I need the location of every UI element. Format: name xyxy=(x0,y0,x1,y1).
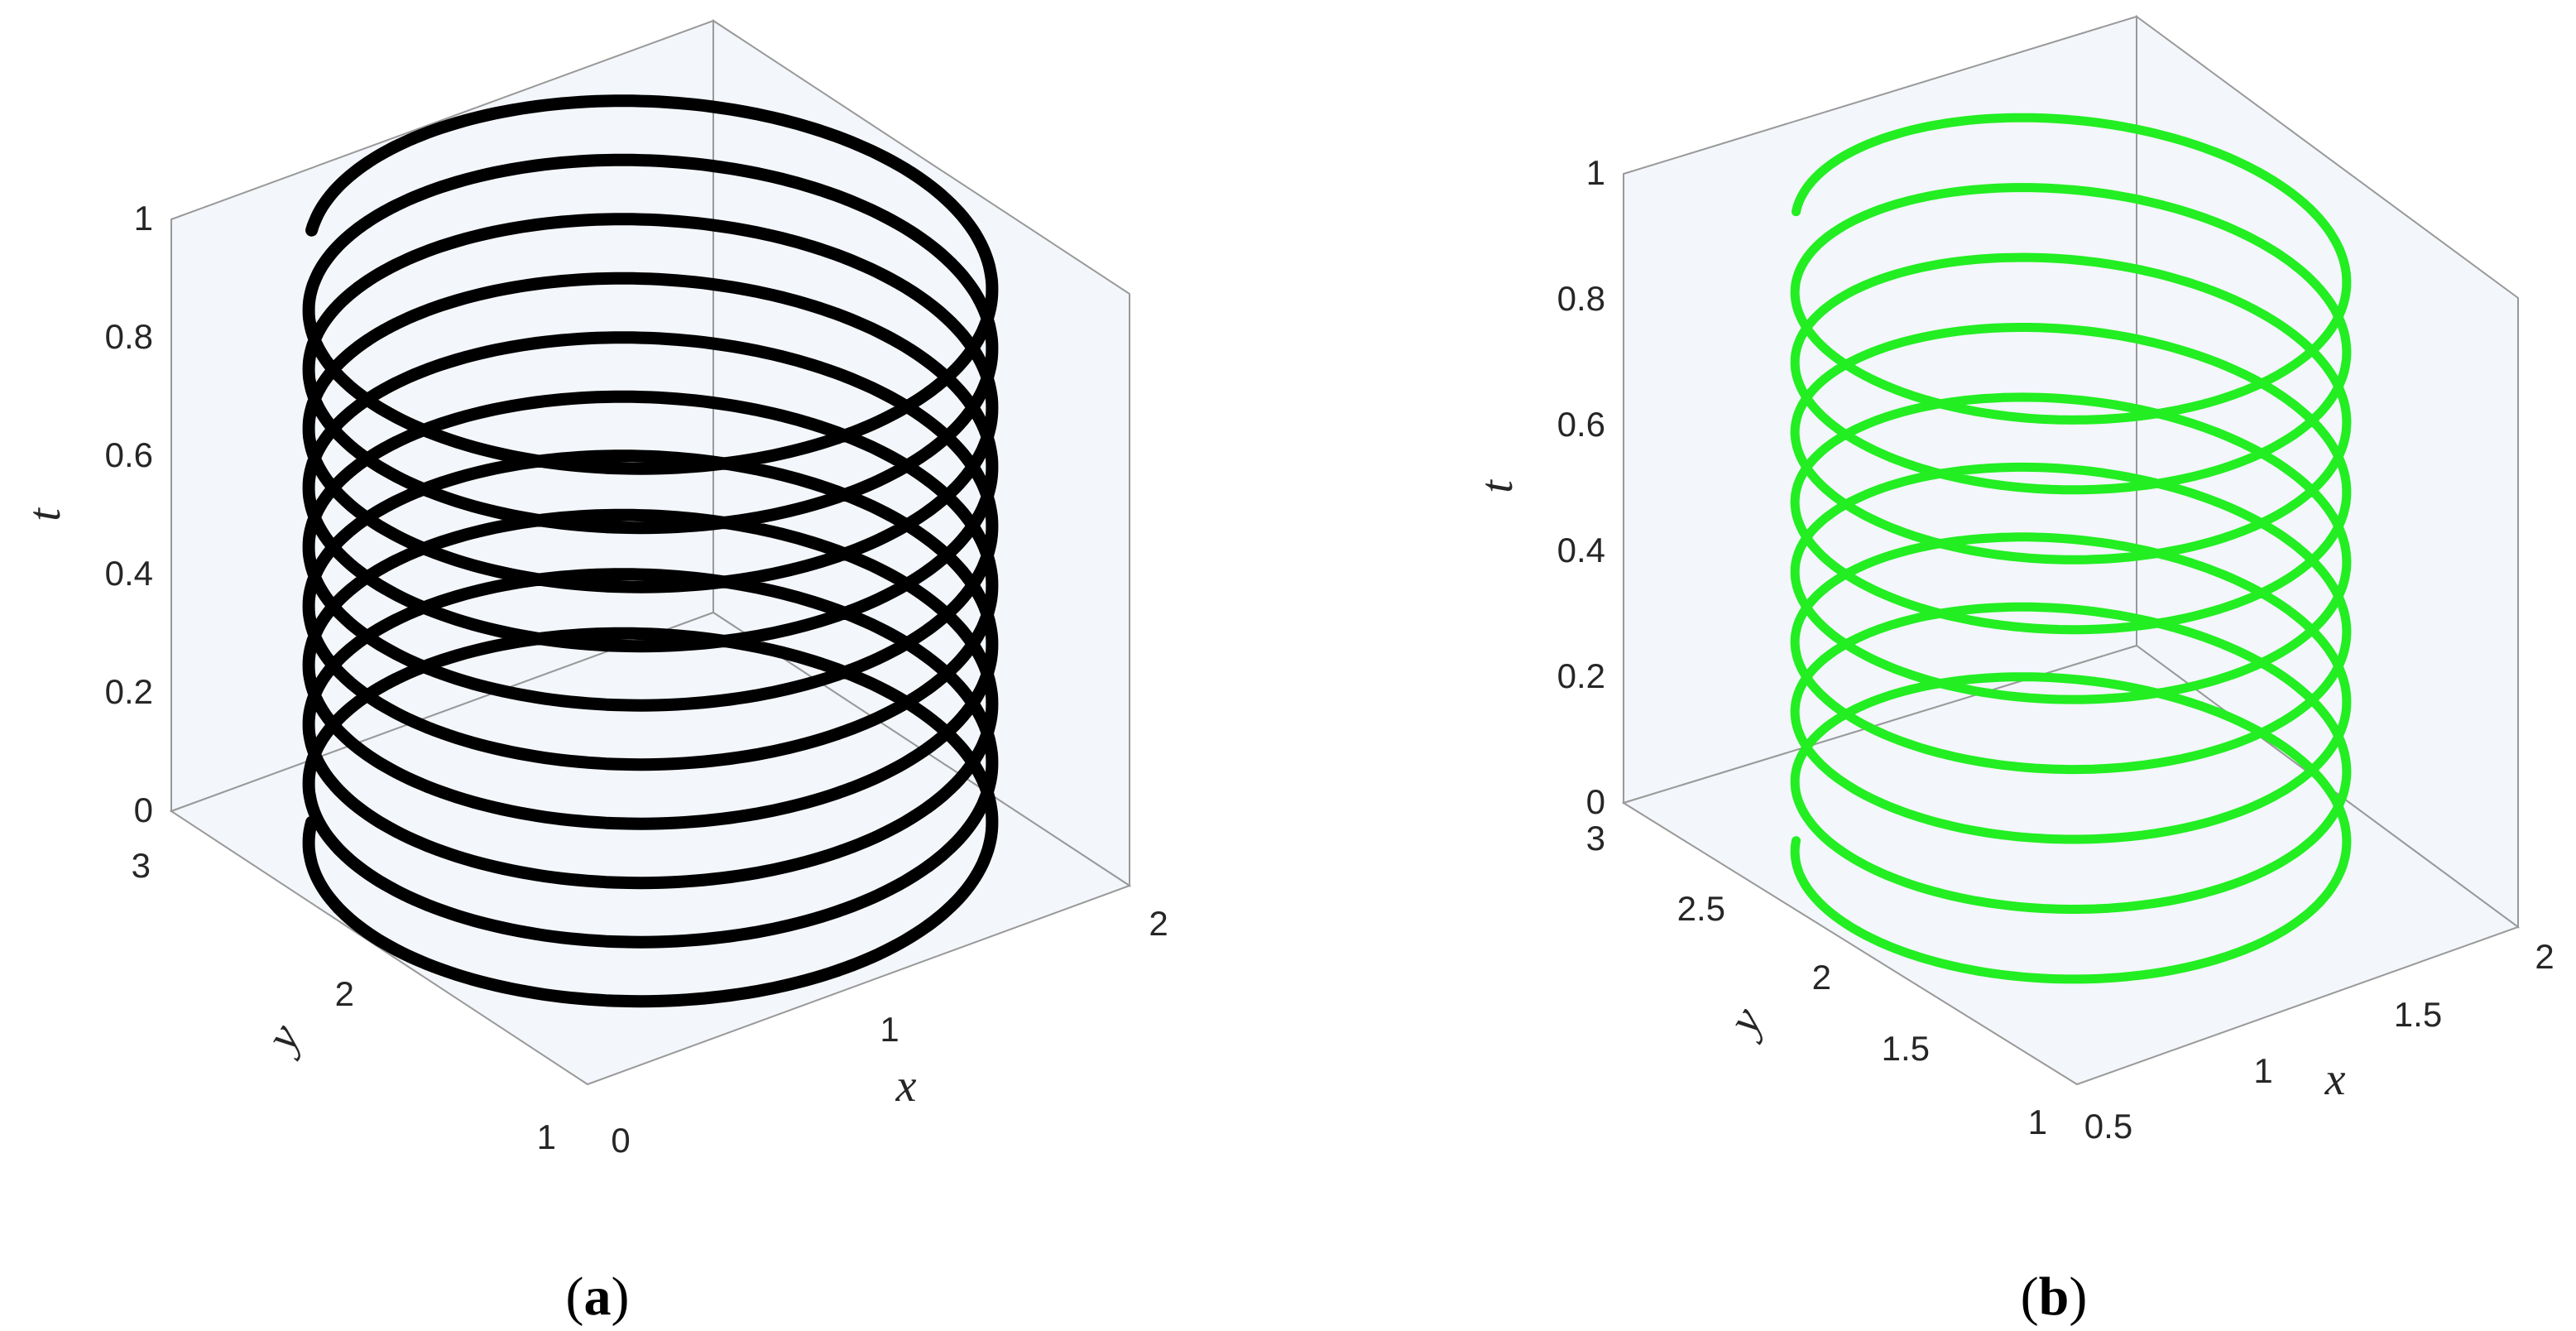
x-tick-labels-a: 0 1 2 xyxy=(611,904,1168,1160)
y-tick-label: 3 xyxy=(132,846,151,885)
y-tick-label: 1.5 xyxy=(1882,1029,1930,1068)
z-tick-label: 0.4 xyxy=(1557,531,1605,569)
floor-pane-b xyxy=(1621,644,2521,1086)
z-tick-label: 0.4 xyxy=(105,554,153,593)
y-axis-label-b: y xyxy=(1716,999,1773,1046)
x-tick-label: 2 xyxy=(1149,904,1168,943)
panel-caption-a: (a) xyxy=(566,1266,630,1327)
x-tick-label: 1 xyxy=(2253,1051,2272,1090)
z-axis-label-a: t xyxy=(19,507,70,521)
x-axis-label-b: x xyxy=(2324,1054,2346,1105)
helix-line xyxy=(1790,113,2352,984)
x-tick-label: 0.5 xyxy=(2084,1107,2132,1146)
y-tick-label: 1 xyxy=(2028,1103,2047,1141)
y-tick-labels-a: 1 2 3 xyxy=(132,846,556,1156)
z-tick-labels-b: 0 0.2 0.4 0.6 0.8 1 xyxy=(1557,153,1605,821)
x-tick-labels-b: 0.5 1 1.5 2 xyxy=(2084,937,2554,1146)
z-tick-label: 0.8 xyxy=(105,317,153,356)
x-axis-label-a: x xyxy=(895,1060,917,1112)
y-axis-label-a: y xyxy=(254,1016,311,1063)
z-tick-label: 0 xyxy=(134,790,153,829)
z-axis-label-b: t xyxy=(1471,479,1523,493)
z-tick-label: 0.2 xyxy=(1557,656,1605,695)
x-tick-label: 1.5 xyxy=(2394,995,2442,1034)
z-tick-label: 0.6 xyxy=(1557,405,1605,444)
y-tick-label: 2.5 xyxy=(1677,889,1725,928)
z-tick-label: 0.6 xyxy=(105,435,153,474)
z-tick-label: 0.8 xyxy=(1557,279,1605,318)
y-tick-label: 2 xyxy=(335,974,354,1013)
chart-panel-a: 0 0.2 0.4 0.6 0.8 1 1 2 3 0 1 2 t y x (a… xyxy=(19,19,1168,1327)
y-tick-labels-b: 1 1.5 2 2.5 3 xyxy=(1586,819,2047,1141)
helix-series-b xyxy=(1790,113,2352,984)
z-tick-labels-a: 0 0.2 0.4 0.6 0.8 1 xyxy=(105,199,153,829)
helix-line xyxy=(302,94,999,1008)
floor-pane-a xyxy=(169,611,1132,1086)
chart-panel-b: 0 0.2 0.4 0.6 0.8 1 1 1.5 2 2.5 3 0.5 1 … xyxy=(1471,15,2554,1327)
z-tick-label: 0.2 xyxy=(105,672,153,711)
y-tick-label: 3 xyxy=(1586,819,1605,858)
z-tick-label: 0 xyxy=(1586,782,1605,821)
x-tick-label: 1 xyxy=(880,1010,899,1049)
z-tick-label: 1 xyxy=(1586,153,1605,192)
y-tick-label: 1 xyxy=(537,1117,556,1156)
y-tick-label: 2 xyxy=(1812,958,1831,997)
x-tick-label: 0 xyxy=(611,1121,630,1160)
z-tick-label: 1 xyxy=(134,199,153,238)
helix-series-a xyxy=(302,94,999,1008)
panel-caption-b: (b) xyxy=(2021,1266,2088,1327)
x-tick-label: 2 xyxy=(2535,937,2554,976)
